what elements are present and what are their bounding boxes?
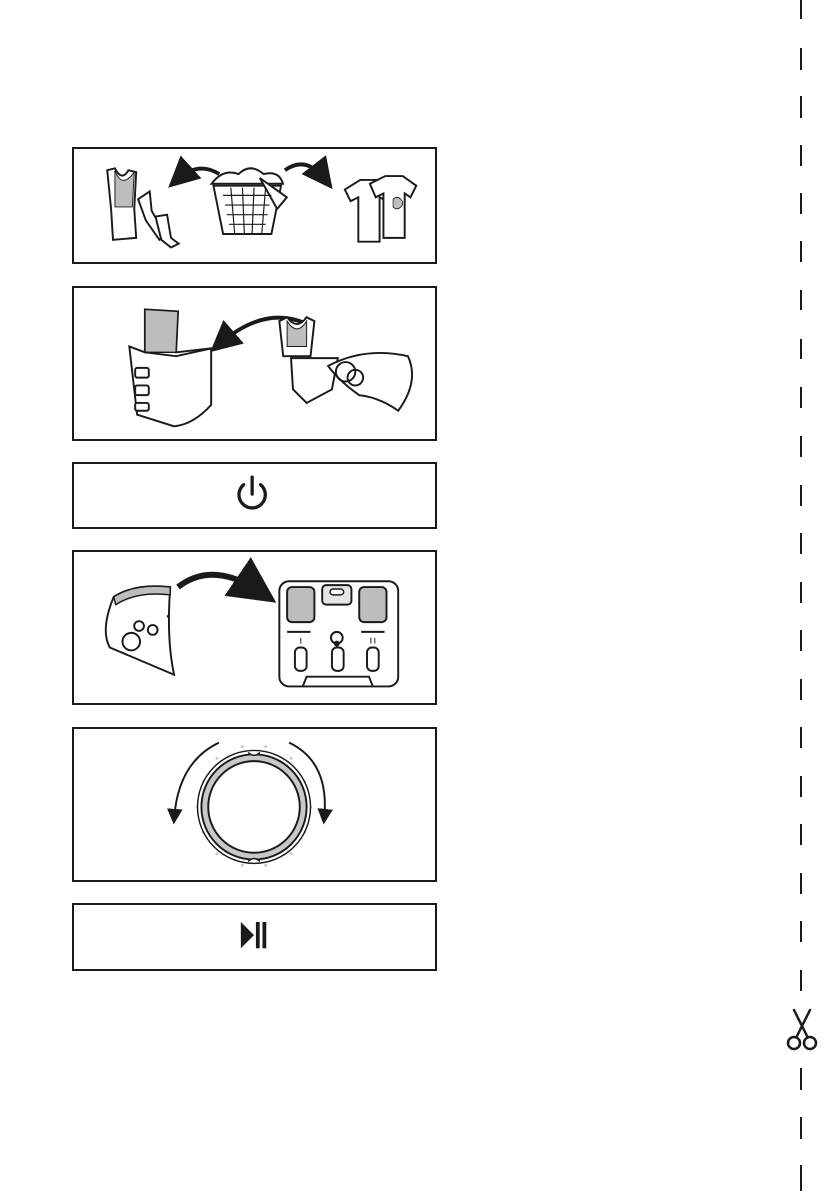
- step-power-panel: [72, 462, 437, 529]
- step-detergent-drawer-panel: [72, 550, 437, 705]
- step-load-laundry-panel: [72, 286, 437, 441]
- step-sort-laundry-panel: [72, 147, 437, 264]
- detergent-drawer-icon: [74, 552, 435, 703]
- power-icon: [74, 464, 435, 527]
- step-start-pause-panel: [72, 903, 437, 971]
- program-dial-icon: [74, 729, 435, 880]
- scissors-icon: [786, 1008, 818, 1052]
- load-laundry-icon: [74, 288, 435, 439]
- step-program-dial-panel: [72, 727, 437, 882]
- sort-laundry-icon: [74, 149, 435, 262]
- start-pause-icon: [74, 905, 435, 969]
